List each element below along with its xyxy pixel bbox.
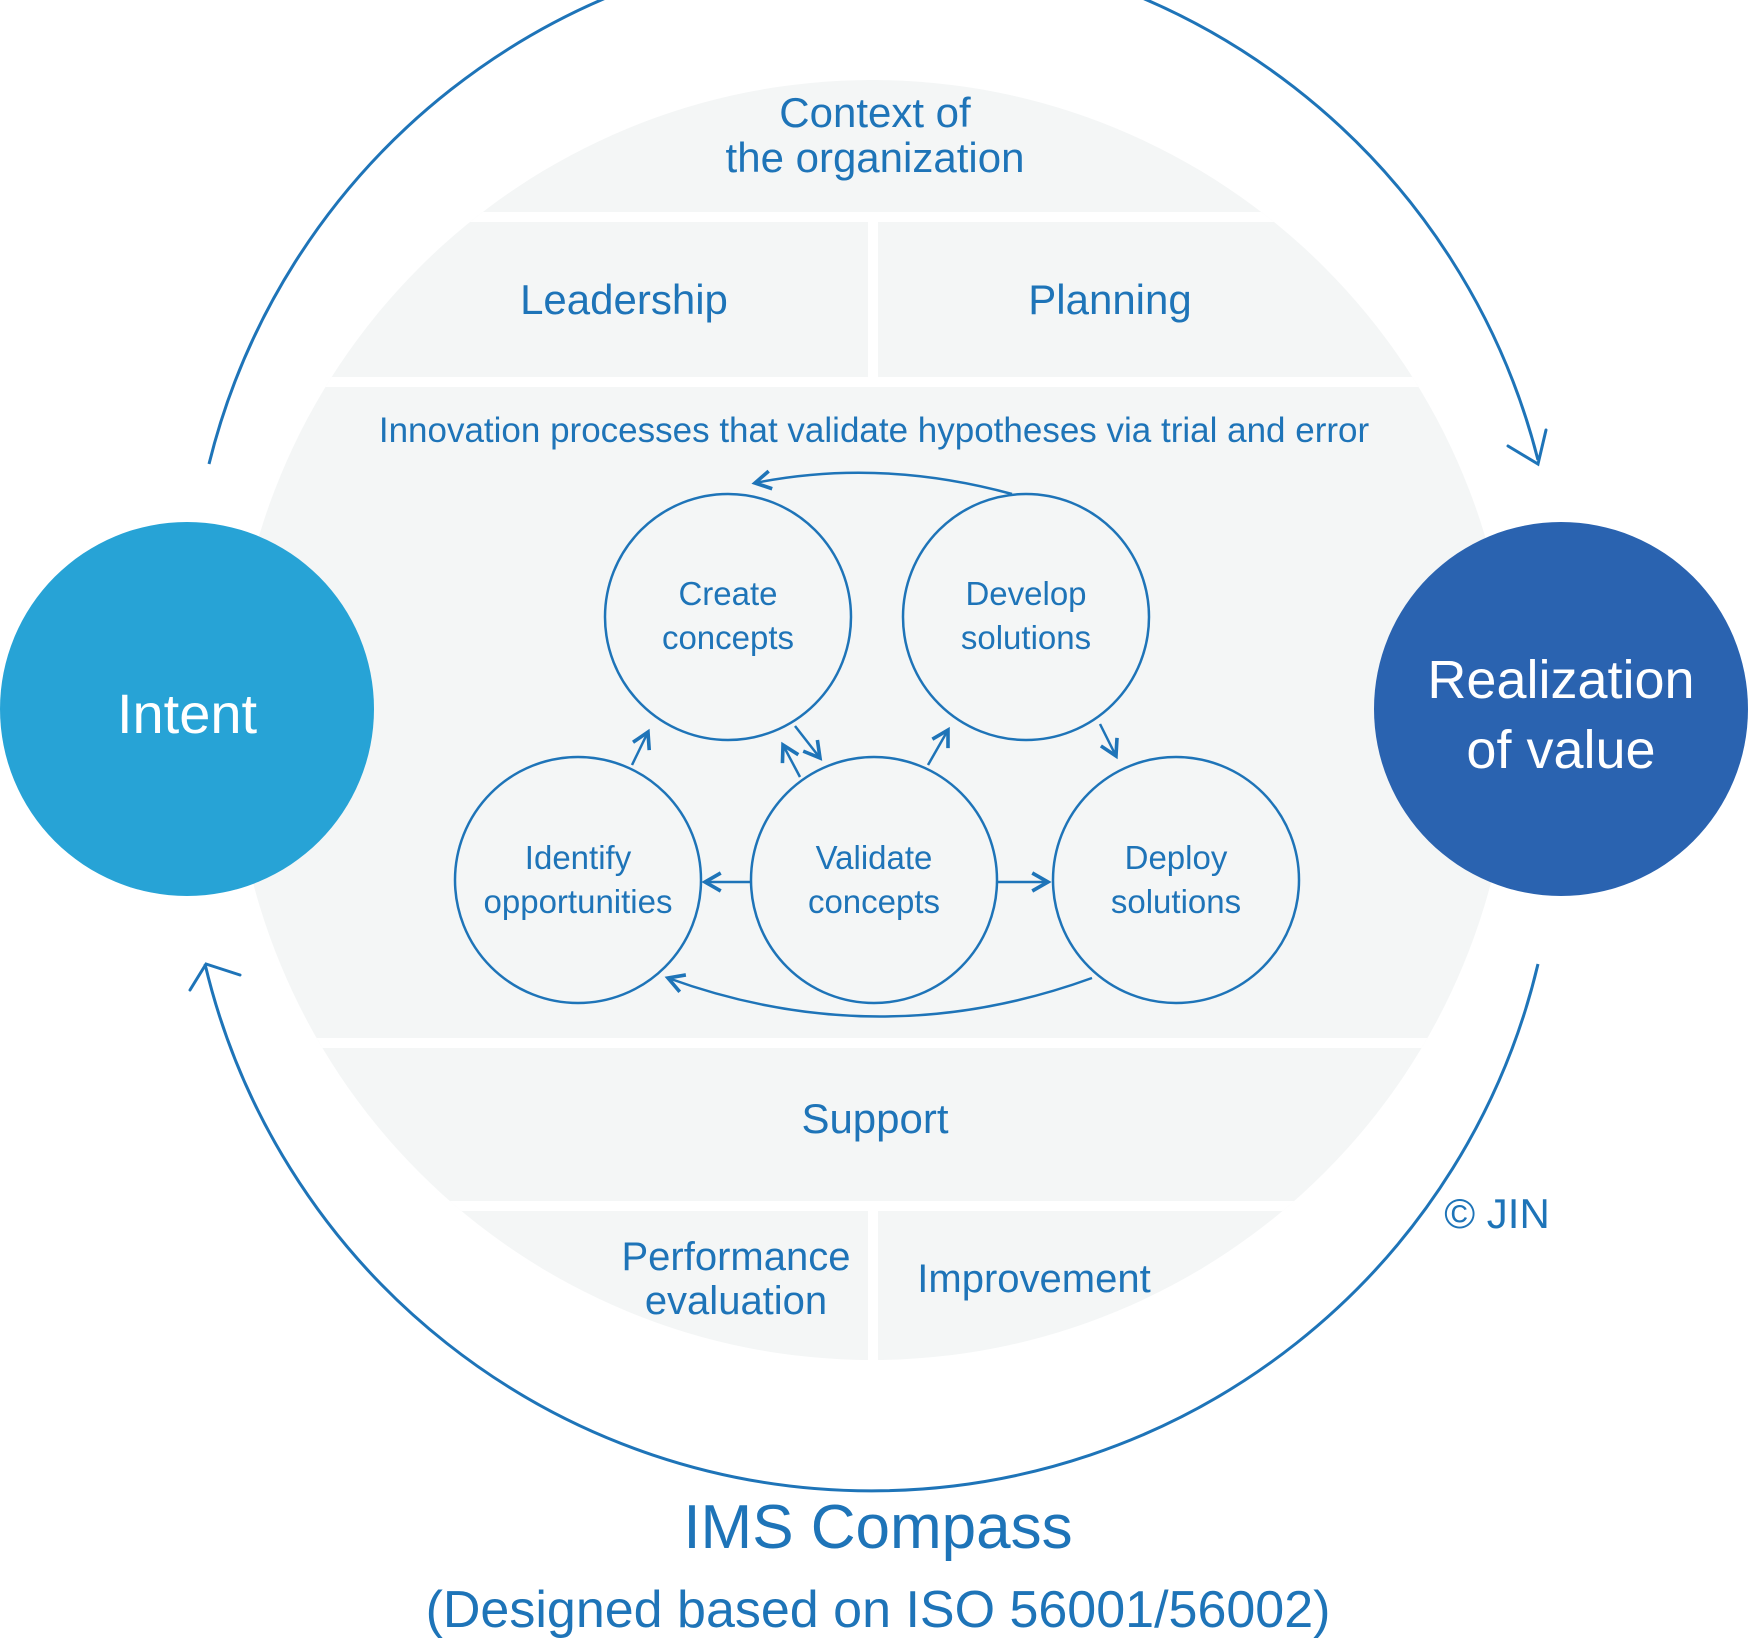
arrow-develop-to-deploy (1098, 723, 1119, 760)
deploy-label-2: solutions (1111, 883, 1241, 920)
improvement-label: Improvement (917, 1257, 1150, 1301)
performance-label-1: Performance (622, 1235, 851, 1279)
create-label-1: Create (678, 575, 777, 612)
leadership-label: Leadership (520, 276, 728, 323)
context-label-1: Context of (779, 89, 971, 136)
validate-label-1: Validate (816, 839, 933, 876)
process-node-identify: Identify opportunities (453, 755, 703, 1005)
identify-label-1: Identify (525, 839, 632, 876)
arrow-validate-to-develop (926, 726, 950, 766)
develop-label-2: solutions (961, 619, 1091, 656)
value-node: Realization of value (1374, 522, 1748, 896)
process-node-develop: Develop solutions (901, 492, 1151, 742)
caption-title: IMS Compass (683, 1493, 1072, 1562)
caption-subtitle: (Designed based on ISO 56001/56002) (426, 1581, 1331, 1639)
arrow-create-to-validate (794, 725, 823, 761)
process-node-deploy: Deploy solutions (1051, 755, 1301, 1005)
context-label-2: the organization (726, 134, 1025, 181)
bottom-arrowhead-icon (188, 962, 242, 992)
central-disc (232, 80, 1512, 1360)
intent-label: Intent (117, 682, 258, 745)
innovation-title: Innovation processes that validate hypot… (379, 411, 1370, 450)
top-cycle-arrow (207, 0, 1540, 465)
bottom-cycle-arrow (203, 963, 1540, 1493)
deploy-label-1: Deploy (1125, 839, 1228, 876)
arrow-deploy-to-identify (664, 973, 1093, 1018)
process-node-create: Create concepts (603, 492, 853, 742)
develop-label-1: Develop (965, 575, 1086, 612)
identify-label-2: opportunities (484, 883, 673, 920)
value-label-2: of value (1466, 720, 1655, 780)
arrow-validate-to-create (780, 741, 802, 778)
create-label-2: concepts (662, 619, 794, 656)
performance-label-2: evaluation (645, 1279, 827, 1323)
validate-label-2: concepts (808, 883, 940, 920)
process-node-validate: Validate concepts (749, 755, 999, 1005)
copyright-label: © JIN (1444, 1190, 1550, 1237)
top-arrowhead-icon (1506, 428, 1548, 467)
value-label-1: Realization (1427, 650, 1694, 710)
arrow-develop-to-create (751, 469, 1013, 496)
process-arrows (630, 469, 1119, 1018)
support-label: Support (801, 1095, 948, 1142)
arrow-identify-to-create (630, 728, 652, 766)
planning-label: Planning (1028, 276, 1191, 323)
intent-node: Intent (0, 522, 374, 896)
